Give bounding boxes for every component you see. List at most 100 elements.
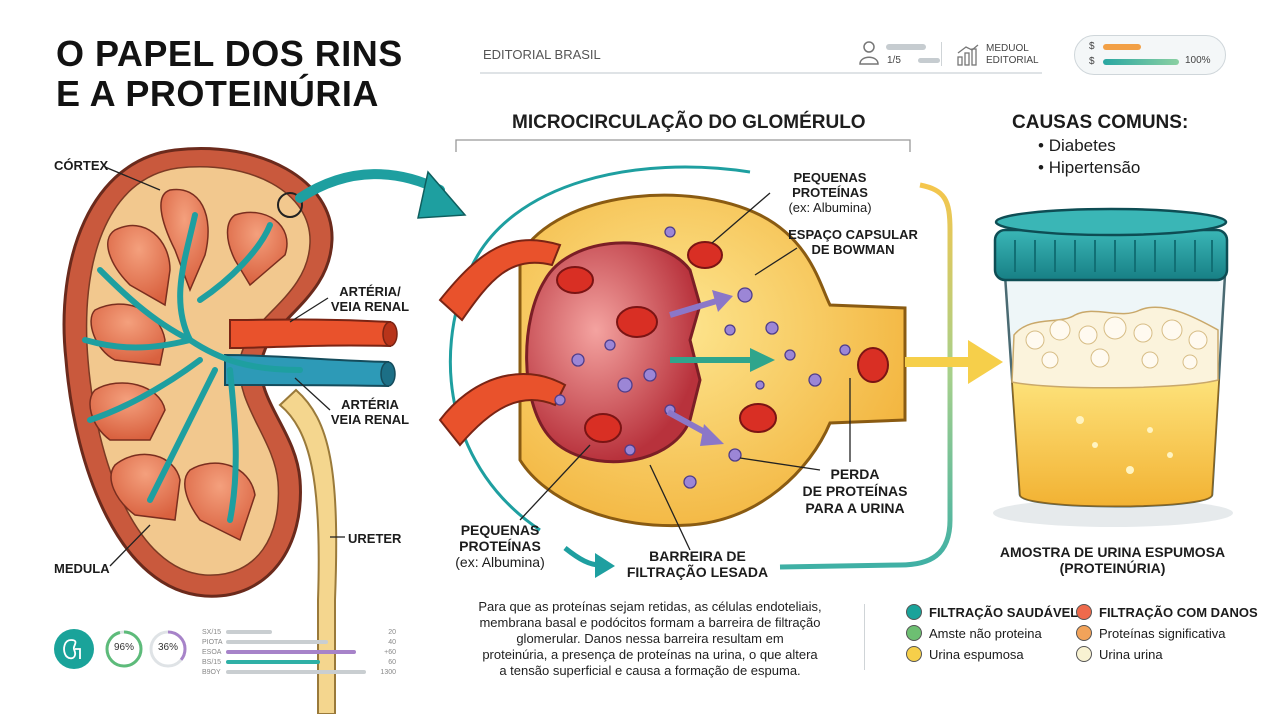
causes-list: • Diabetes • Hipertensão [1038,135,1140,179]
cause-diabetes: Diabetes [1048,136,1116,155]
loss-line1: PERDA [830,466,880,482]
zoom-circle [277,192,303,218]
label-artery-vein-2: ARTÉRIA VEIA RENAL [330,397,410,427]
bowman-line2: DE BOWMAN [811,242,895,257]
legend-dot-icon [906,604,922,620]
caption-divider [864,604,865,670]
legend-item-no-protein: Amste não proteina [906,623,1076,643]
stats-row-bar [226,650,356,654]
caption-line4: proteinúria, a presença de proteínas na … [482,647,818,662]
stats-row-value: 60 [388,658,396,666]
legend-item-healthy: FILTRAÇÃO SAUDÁVEL [906,602,1079,622]
label-bowman-space: ESPAÇO CAPSULAR DE BOWMAN [788,227,918,257]
kidney-leader-lines [104,166,345,567]
legend-label: FILTRAÇÃO COM DANOS [1099,604,1258,620]
stats-row-value: 1300 [380,668,396,676]
legend-label: Amste não proteina [929,625,1042,641]
legend-dot-icon [1076,646,1092,662]
pill-symbol-1: $ [1089,41,1095,52]
user-progress-bar [886,44,926,50]
status-pill[interactable]: $ $ 100% [1074,35,1226,75]
stats-table: SX/15 20 PIOTA 40 ESOA +60 BS/15 60 B9OY… [202,627,396,677]
label-damaged-barrier: BARREIRA DE FILTRAÇÃO LESADA [615,548,780,580]
artery1-line1: ARTÉRIA/ [339,284,401,299]
ureter [278,388,338,714]
title-line-2: E A PROTEINÚRIA [56,73,379,114]
stats-row-label: BS/15 [202,658,222,666]
stats-row: PIOTA 40 [202,637,396,647]
kidney-vessel-branches [82,212,303,523]
urine-line1: AMOSTRA DE URINA ESPUMOSA [999,544,1226,560]
cause-item: • Hipertensão [1038,158,1141,177]
caption-line3: glomerular. Danos nessa barreira resulta… [516,631,784,646]
proteins-bottom-line1: PEQUENAS [460,522,540,538]
header-divider [480,72,1042,74]
lid-ridges [1014,240,1213,272]
proteins-bottom-line3: (ex: Albumina) [455,554,545,570]
page-progress-bar [918,58,940,63]
urine-bubbles [1076,416,1173,474]
cause-item: • Diabetes [1038,136,1116,155]
artery2-line1: ARTÉRIA [341,397,399,412]
label-ureter: URETER [348,531,402,546]
stats-row-label: B9OY [202,668,221,676]
foam-bubbles [1025,316,1208,370]
pill-symbol-2: $ [1089,56,1095,67]
legend-dot-icon [1076,625,1092,641]
label-urine-sample: AMOSTRA DE URINA ESPUMOSA (PROTEINÚRIA) [990,544,1235,576]
glomerular-capillaries [525,241,702,464]
page-counter: 1/5 [887,55,901,66]
gauge-1: 96% [104,629,144,669]
editorial-line-2: EDITORIAL [986,55,1039,66]
legend-item-damaged: FILTRAÇÃO COM DANOS [1076,602,1258,622]
bowman-line1: ESPAÇO CAPSULAR [788,227,918,242]
caption-line2: membrana basal e podócitos formam a barr… [479,615,821,630]
protein-particles [554,226,851,489]
legend-dot-icon [906,646,922,662]
label-protein-loss: PERDA DE PROTEÍNAS PARA A URINA [790,466,920,517]
caption-line1: Para que as proteínas sejam retidas, as … [478,599,822,614]
urine-liquid [1011,379,1220,507]
stats-row: BS/15 60 [202,657,396,667]
stats-row-bar [226,660,320,664]
legend-label: FILTRAÇÃO SAUDÁVEL [929,604,1079,620]
barrier-line2: FILTRAÇÃO LESADA [626,564,769,580]
stats-row-value: +60 [384,648,396,656]
legend-dot-icon [1076,604,1092,620]
kidney-badge-icon[interactable] [54,629,94,669]
legend: FILTRAÇÃO SAUDÁVEL FILTRAÇÃO COM DANOS A… [906,602,1258,664]
label-medula: MEDULA [54,561,110,576]
artery1-line2: VEIA RENAL [330,299,410,314]
legend-dot-icon [906,625,922,641]
gauge-2: 36% [148,629,188,669]
chart-icon[interactable] [956,44,980,66]
section-bracket [455,139,911,152]
label-cortex: CÓRTEX [54,158,109,173]
stats-row-bar [226,670,366,674]
user-icon[interactable] [858,40,880,66]
stats-row-label: PIOTA [202,638,223,646]
legend-label: Proteínas significativa [1099,625,1226,641]
proteins-top-line2: (ex: Albumina) [788,200,872,215]
cup-lid [993,228,1229,282]
glomerulus-leader-lines [519,192,851,551]
glomerulus-section-title: MICROCIRCULAÇÃO DO GLOMÉRULO [512,112,866,133]
artery2-line2: VEIA RENAL [330,412,410,427]
legend-item-urine: Urina urina [1076,644,1246,664]
afferent-arteriole [438,239,562,322]
brand-label: EDITORIAL BRASIL [483,47,601,62]
stats-row: ESOA +60 [202,647,396,657]
title-line-1: O PAPEL DOS RINS [56,33,403,74]
legend-label: Urina espumosa [929,646,1024,662]
proteins-bottom-line2: PROTEÍNAS [459,538,541,554]
explanation-caption: Para que as proteínas sejam retidas, as … [440,599,860,679]
header-separator [941,42,942,66]
causes-title: CAUSAS COMUNS: [1012,112,1189,133]
stats-row-label: SX/15 [202,628,222,636]
gauge-2-value: 36% [157,642,178,653]
cause-hypertension: Hipertensão [1048,158,1141,177]
editorial-label: MEDUOL EDITORIAL [986,43,1039,67]
stats-row-label: ESOA [202,648,222,656]
